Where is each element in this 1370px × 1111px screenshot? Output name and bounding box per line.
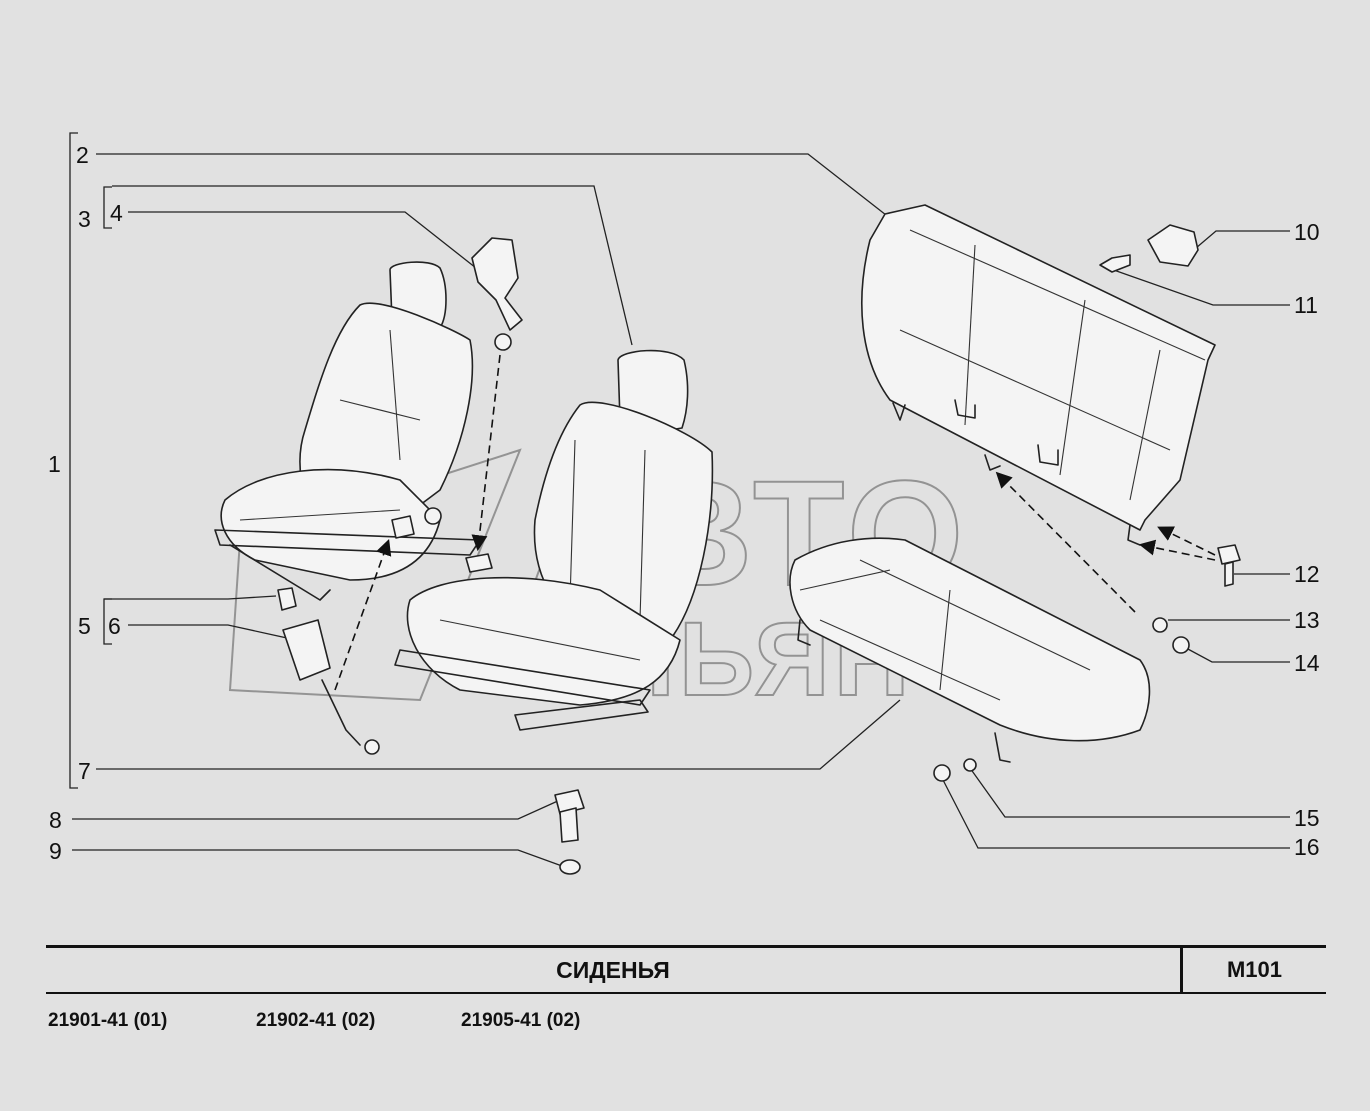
callout-9: 9 [49,838,62,864]
seat-belt-parts [277,237,523,755]
callout-6: 6 [108,613,121,639]
callout-10: 10 [1294,219,1320,245]
rear-seat-backrest [861,204,1216,546]
diagram-code: M101 [1226,957,1283,982]
assembly-arrows [334,354,1216,691]
applicability-item: 21905-41 (02) [461,1010,581,1031]
diagram-title: СИДЕНЬЯ [46,948,1183,992]
applicability-item: 21902-41 (02) [256,1010,376,1031]
callout-14: 14 [1294,650,1320,676]
callout-1: 1 [48,451,61,477]
callout-15: 15 [1294,805,1320,831]
group-brackets [69,132,112,789]
callout-13: 13 [1294,607,1320,633]
callout-8: 8 [49,807,62,833]
callout-7: 7 [78,758,91,784]
applicability-item: 21901-41 (01) [48,1010,168,1031]
hardware [554,224,1241,875]
front-seat-left [214,261,481,601]
callout-2: 2 [76,142,89,168]
leader-lines [72,153,1290,867]
callout-5: 5 [78,613,91,639]
callout-3: 3 [78,206,91,232]
callout-labels: 1 2 3 4 5 6 7 8 9 10 11 12 13 14 15 16 [48,142,1320,864]
callout-12: 12 [1294,561,1320,587]
title-block: СИДЕНЬЯ M101 [46,945,1326,994]
rear-seat-cushion [789,537,1151,763]
front-seat-right [394,349,714,731]
callout-4: 4 [110,200,123,226]
callout-16: 16 [1294,834,1320,860]
callout-11: 11 [1294,292,1318,318]
parts-diagram: АВТО АЛЬЯНС 1 2 3 4 5 6 7 8 9 10 11 12 1… [48,132,1320,875]
